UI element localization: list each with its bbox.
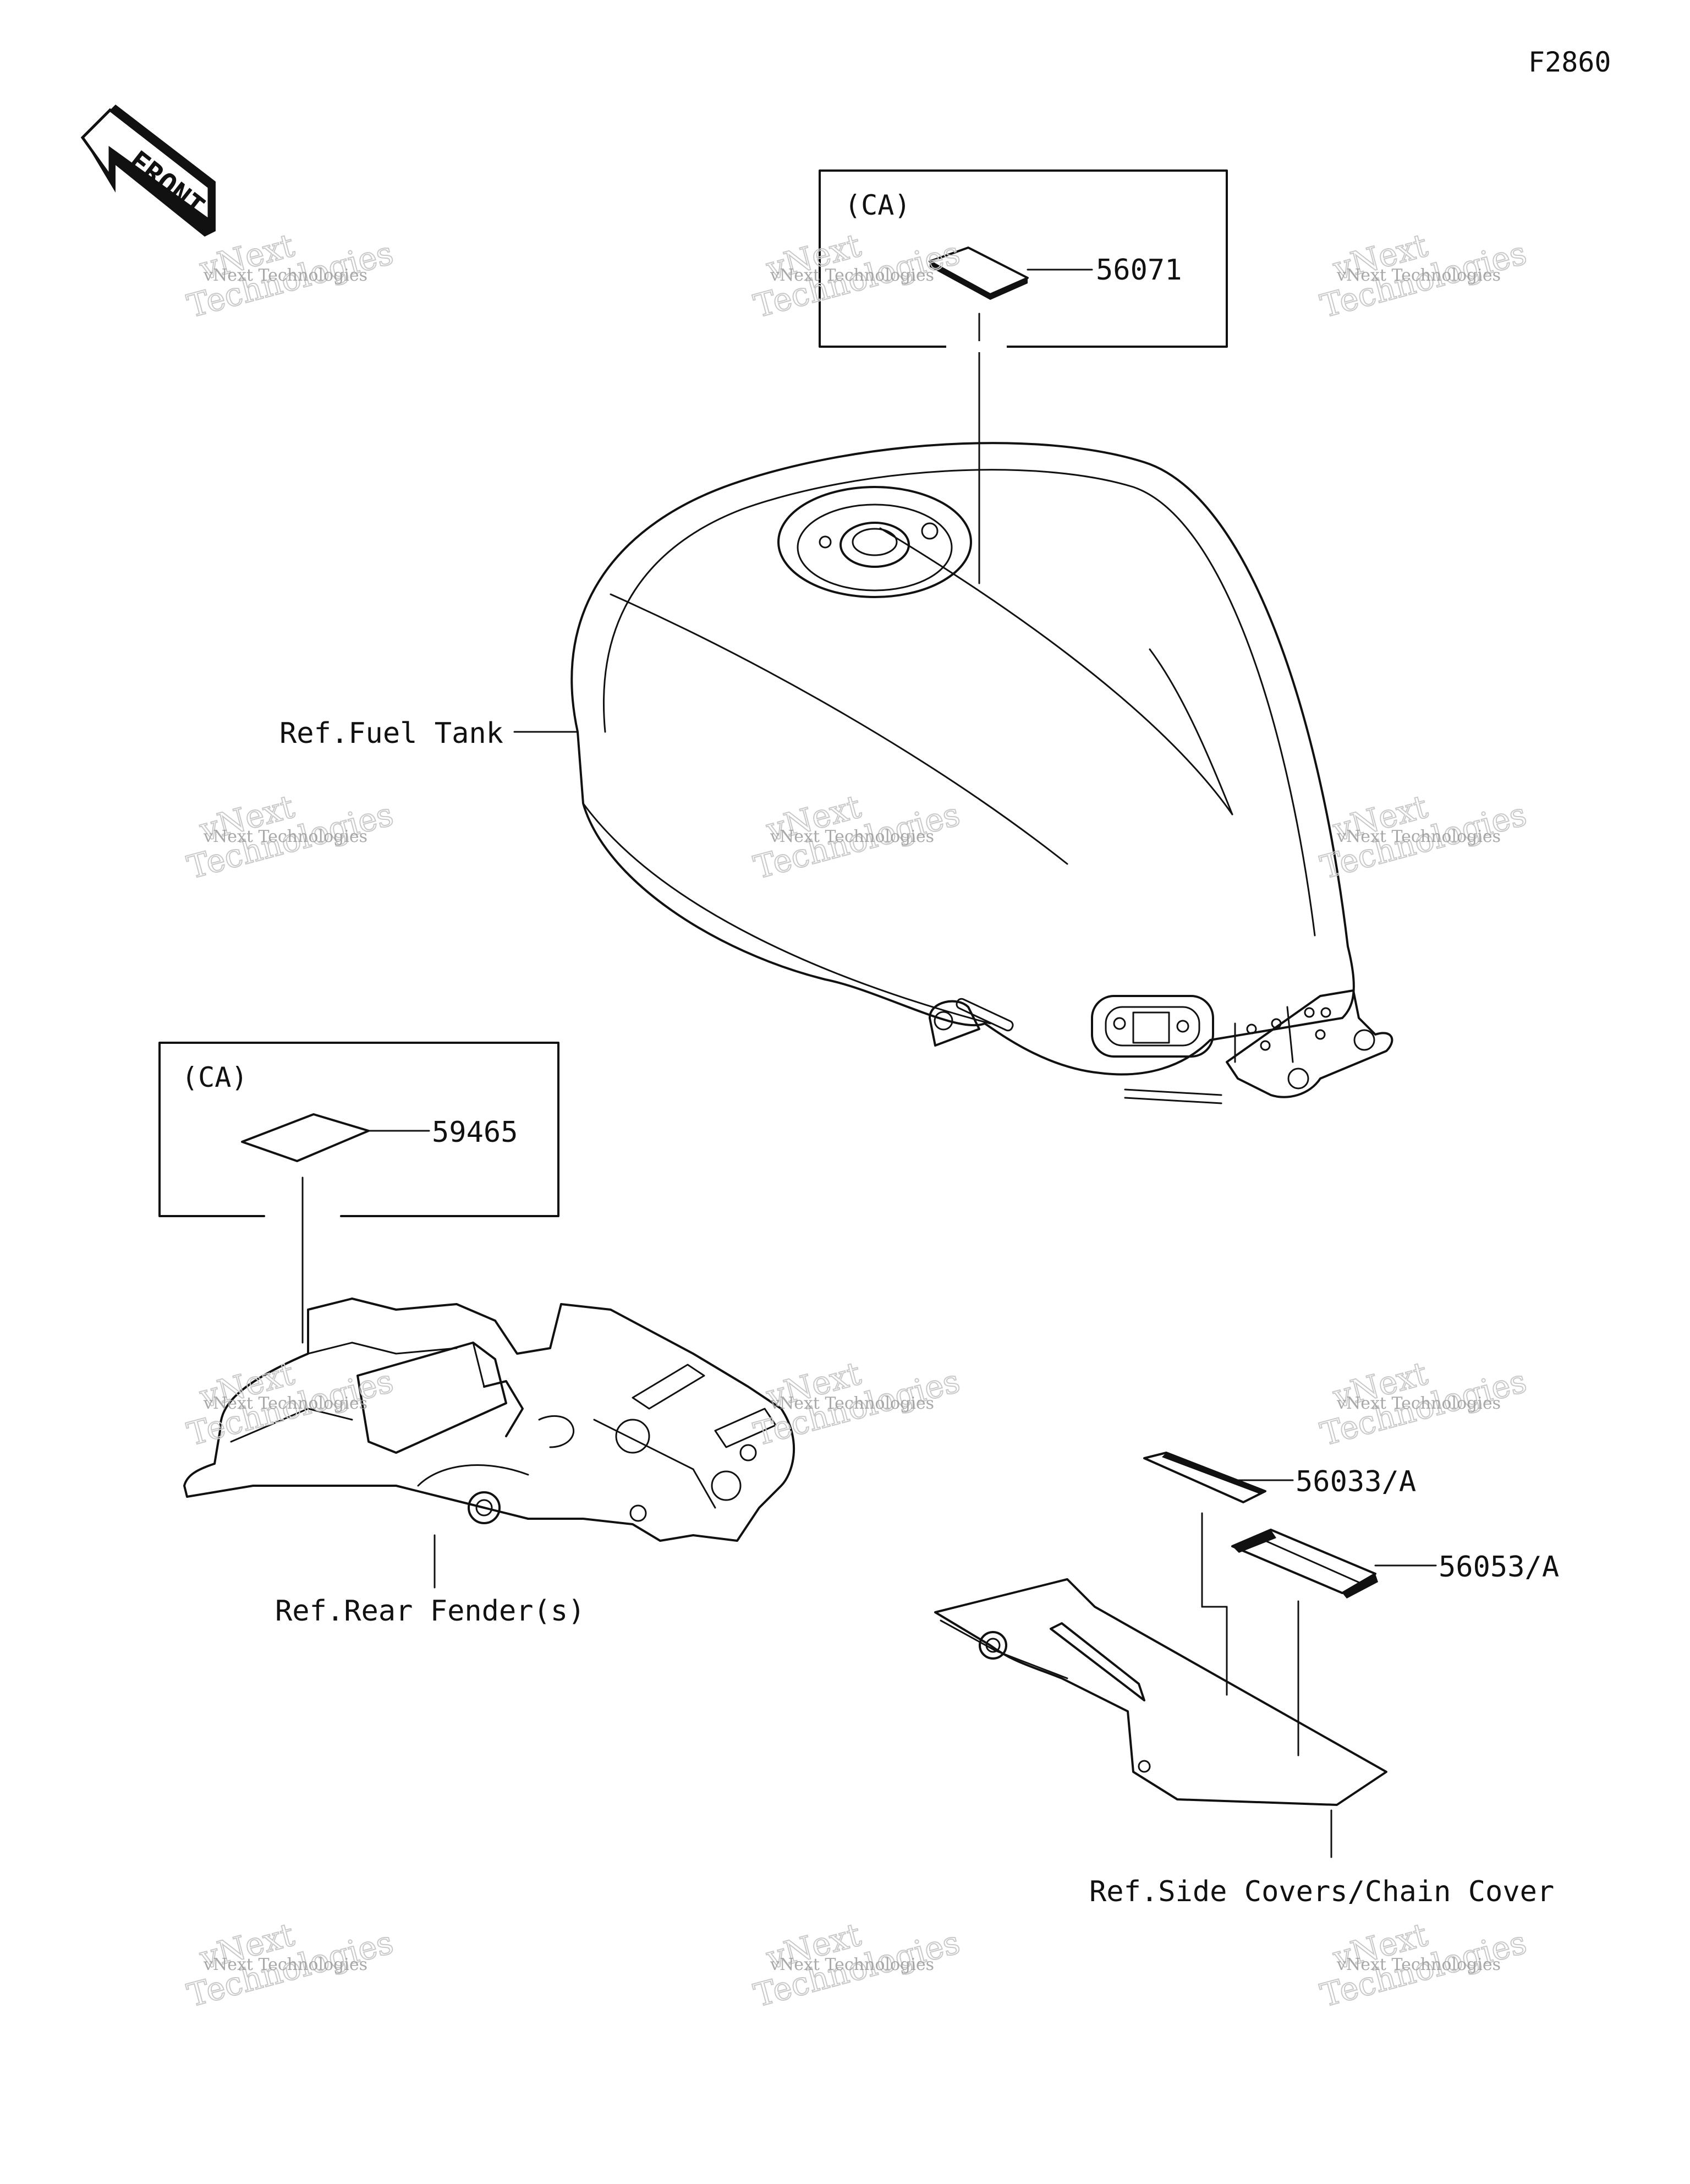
decal-56053-icon xyxy=(1231,1529,1378,1599)
front-arrow-icon: FRONT xyxy=(80,105,216,237)
decal-56033-icon xyxy=(1143,1452,1266,1503)
svg-text:vNext Technologies: vNext Technologies xyxy=(1336,827,1501,846)
ref-rear-fender: Ref.Rear Fender(s) xyxy=(275,1595,585,1628)
svg-text:vNext Technologies: vNext Technologies xyxy=(203,1955,367,1974)
part-number-56071: 56071 xyxy=(1096,254,1182,287)
part-number-56033a: 56033/A xyxy=(1296,1465,1416,1498)
svg-text:vNext Technologies: vNext Technologies xyxy=(770,1394,934,1413)
callout-box-56071: (CA) 56071 xyxy=(819,169,1228,584)
svg-text:vNext Technologies: vNext Technologies xyxy=(203,266,367,285)
region-label-59465: (CA) xyxy=(182,1061,248,1093)
ref-fuel-tank: Ref.Fuel Tank xyxy=(279,717,503,750)
callout-box-59465: (CA) 59465 xyxy=(158,1042,559,1344)
svg-text:vNext Technologies: vNext Technologies xyxy=(1336,266,1501,285)
part-number-56053a: 56053/A xyxy=(1439,1551,1559,1584)
svg-text:vNext Technologies: vNext Technologies xyxy=(770,266,934,285)
part-number-59465: 59465 xyxy=(432,1116,518,1149)
svg-text:vNext Technologies: vNext Technologies xyxy=(770,827,934,846)
chain-cover-illustration xyxy=(934,1578,1387,1806)
svg-text:vNext Technologies: vNext Technologies xyxy=(770,1955,934,1974)
decal-56071-icon xyxy=(929,247,1029,300)
rear-fender-illustration xyxy=(183,1298,795,1542)
fuel-tank-illustration xyxy=(570,442,1393,1104)
region-label-56071: (CA) xyxy=(844,189,910,221)
figure-code: F2860 xyxy=(1528,46,1611,78)
svg-text:vNext Technologies: vNext Technologies xyxy=(203,1394,367,1413)
svg-text:vNext Technologies: vNext Technologies xyxy=(1336,1955,1501,1974)
svg-text:vNext Technologies: vNext Technologies xyxy=(1336,1394,1501,1413)
svg-text:vNext Technologies: vNext Technologies xyxy=(203,827,367,846)
ref-side-covers: Ref.Side Covers/Chain Cover xyxy=(1089,1875,1554,1908)
